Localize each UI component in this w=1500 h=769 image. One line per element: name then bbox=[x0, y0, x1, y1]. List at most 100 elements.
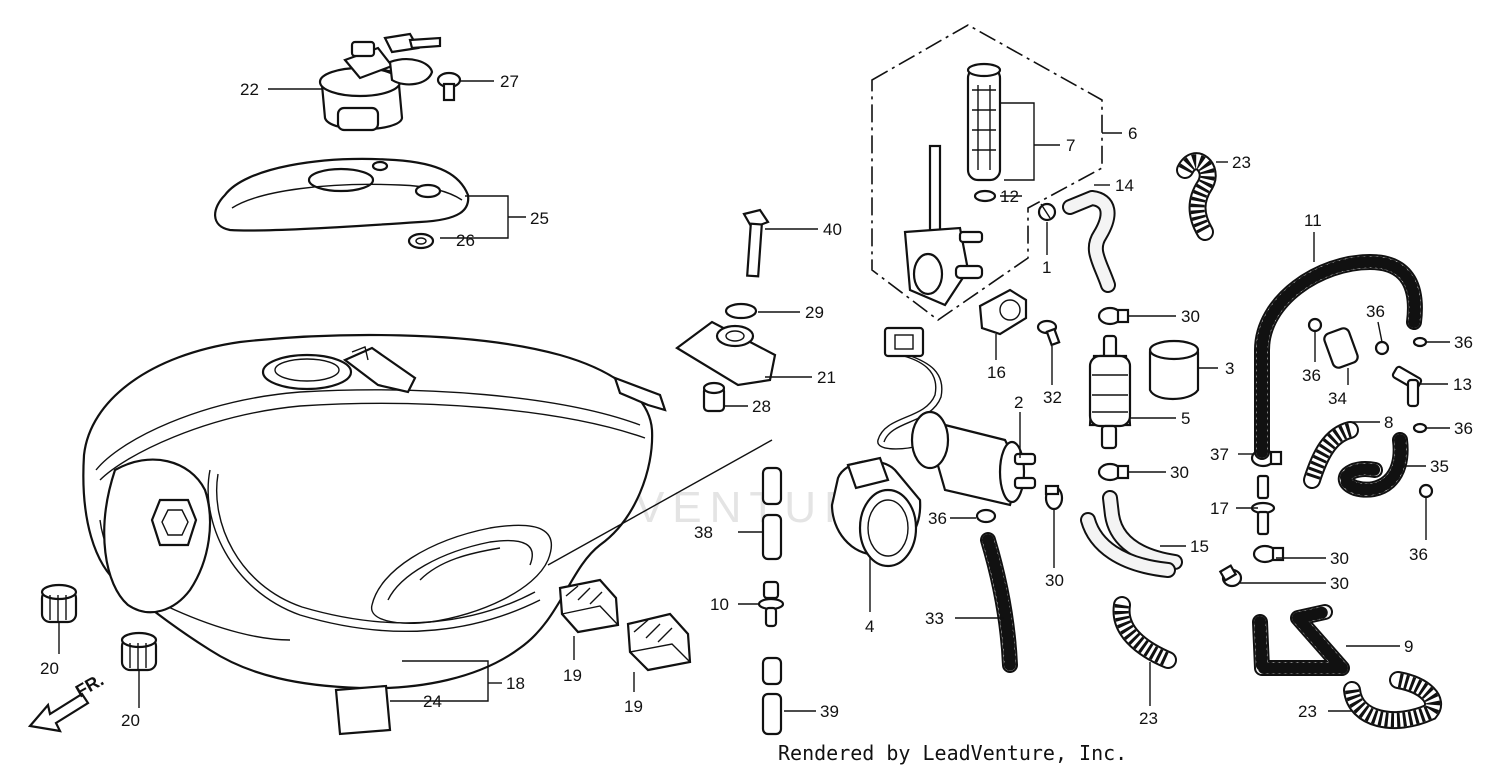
callout-19b: 19 bbox=[624, 697, 643, 716]
callout-36f: 36 bbox=[1409, 545, 1428, 564]
clamp-30d bbox=[1252, 544, 1285, 564]
callout-numbers: 22 27 25 26 40 29 21 28 38 10 39 19 19 2… bbox=[40, 72, 1473, 730]
callout-9: 9 bbox=[1404, 637, 1413, 656]
rubber-cushion-20b bbox=[120, 631, 158, 672]
callout-36e: 36 bbox=[1454, 419, 1473, 438]
clips-36 bbox=[975, 317, 1434, 524]
callout-28: 28 bbox=[752, 397, 771, 416]
callout-35: 35 bbox=[1430, 457, 1449, 476]
coiled-hose-23-top bbox=[1176, 152, 1217, 241]
fitting-10 bbox=[757, 580, 785, 628]
hose-14 bbox=[1062, 190, 1116, 293]
screw-32 bbox=[1036, 319, 1061, 347]
fuel-cap-with-keys bbox=[318, 32, 442, 132]
callout-23b: 23 bbox=[1139, 709, 1158, 728]
callout-19a: 19 bbox=[563, 666, 582, 685]
callout-20b: 20 bbox=[121, 711, 140, 730]
caution-label-24 bbox=[334, 684, 392, 736]
callout-23a: 23 bbox=[1232, 153, 1251, 172]
bolt-40 bbox=[742, 208, 770, 278]
callout-30a: 30 bbox=[1181, 307, 1200, 326]
clamp-30c bbox=[1044, 484, 1064, 511]
callout-27: 27 bbox=[500, 72, 519, 91]
hose-33 bbox=[980, 532, 1018, 673]
tee-joint-13 bbox=[1391, 365, 1423, 408]
leader-lines bbox=[58, 80, 1450, 712]
clamp-30e bbox=[1218, 564, 1243, 588]
callout-39: 39 bbox=[820, 702, 839, 721]
callout-12: 12 bbox=[1000, 187, 1019, 206]
fuel-pump-2 bbox=[877, 326, 1037, 507]
hose-9 bbox=[1252, 604, 1350, 676]
callout-29: 29 bbox=[805, 303, 824, 322]
fuel-tank bbox=[82, 333, 667, 690]
callout-32: 32 bbox=[1043, 388, 1062, 407]
fuel-valve-6 bbox=[903, 144, 984, 307]
callout-1: 1 bbox=[1042, 258, 1051, 277]
hose-35 bbox=[1337, 432, 1409, 498]
mount-bracket-21 bbox=[675, 320, 777, 387]
callout-6: 6 bbox=[1128, 124, 1137, 143]
rendered-by-credit: Rendered by LeadVenture, Inc. bbox=[778, 741, 1127, 765]
clamp-30a bbox=[1097, 306, 1130, 326]
callout-36c: 36 bbox=[1454, 333, 1473, 352]
callout-38: 38 bbox=[694, 523, 713, 542]
callout-36b: 36 bbox=[1366, 302, 1385, 321]
callout-15: 15 bbox=[1190, 537, 1209, 556]
callout-37: 37 bbox=[1210, 445, 1229, 464]
hose-38 bbox=[761, 466, 783, 561]
clip-1 bbox=[1037, 202, 1057, 222]
hose-15 bbox=[1080, 490, 1183, 578]
collar-28 bbox=[702, 381, 726, 413]
front-direction-arrow: FR. bbox=[27, 670, 107, 733]
o-ring-12 bbox=[973, 189, 997, 203]
callout-22: 22 bbox=[240, 80, 259, 99]
callout-10: 10 bbox=[710, 595, 729, 614]
hose-34 bbox=[1323, 327, 1359, 369]
callout-11: 11 bbox=[1304, 211, 1322, 230]
callout-3: 3 bbox=[1225, 359, 1234, 378]
callout-24: 24 bbox=[423, 692, 442, 711]
callout-16: 16 bbox=[987, 363, 1006, 382]
callout-34: 34 bbox=[1328, 389, 1347, 408]
callout-40: 40 bbox=[823, 220, 842, 239]
washer-29 bbox=[724, 302, 758, 320]
callout-13: 13 bbox=[1453, 375, 1472, 394]
filter-holder-3 bbox=[1148, 339, 1200, 401]
callout-20a: 20 bbox=[40, 659, 59, 678]
hose-11 bbox=[1254, 254, 1423, 460]
section-divider bbox=[547, 439, 773, 566]
callout-30e: 30 bbox=[1330, 574, 1349, 593]
callout-30b: 30 bbox=[1170, 463, 1189, 482]
callout-4: 4 bbox=[865, 617, 874, 636]
callout-36d: 36 bbox=[1302, 366, 1321, 385]
hose-39 bbox=[761, 656, 783, 736]
callout-23c: 23 bbox=[1298, 702, 1317, 721]
screw-27 bbox=[436, 71, 462, 102]
rubber-block-19b bbox=[626, 612, 692, 672]
pump-holder-4 bbox=[830, 456, 922, 568]
rubber-cushion-20a bbox=[40, 583, 78, 624]
clamp-30b bbox=[1097, 462, 1130, 482]
callout-5: 5 bbox=[1181, 409, 1190, 428]
callout-30c: 30 bbox=[1045, 571, 1064, 590]
callout-25: 25 bbox=[530, 209, 549, 228]
coiled-hose-8 bbox=[1303, 421, 1359, 489]
fuel-filter-5 bbox=[1088, 334, 1132, 450]
nut-26 bbox=[407, 232, 435, 250]
lever-16 bbox=[978, 288, 1028, 336]
callout-33: 33 bbox=[925, 609, 944, 628]
callout-8: 8 bbox=[1384, 413, 1393, 432]
fuel-strainer-7 bbox=[966, 62, 1002, 182]
callout-26: 26 bbox=[456, 231, 475, 250]
joint-17 bbox=[1250, 474, 1276, 536]
callout-7: 7 bbox=[1066, 136, 1075, 155]
coiled-hose-23-bottom-center bbox=[1112, 596, 1177, 669]
callout-14: 14 bbox=[1115, 176, 1134, 195]
coiled-hose-23-bottom-right bbox=[1343, 671, 1442, 730]
callout-17: 17 bbox=[1210, 499, 1229, 518]
callout-21: 21 bbox=[817, 368, 836, 387]
callout-36a: 36 bbox=[928, 509, 947, 528]
rubber-block-19a bbox=[558, 578, 620, 634]
